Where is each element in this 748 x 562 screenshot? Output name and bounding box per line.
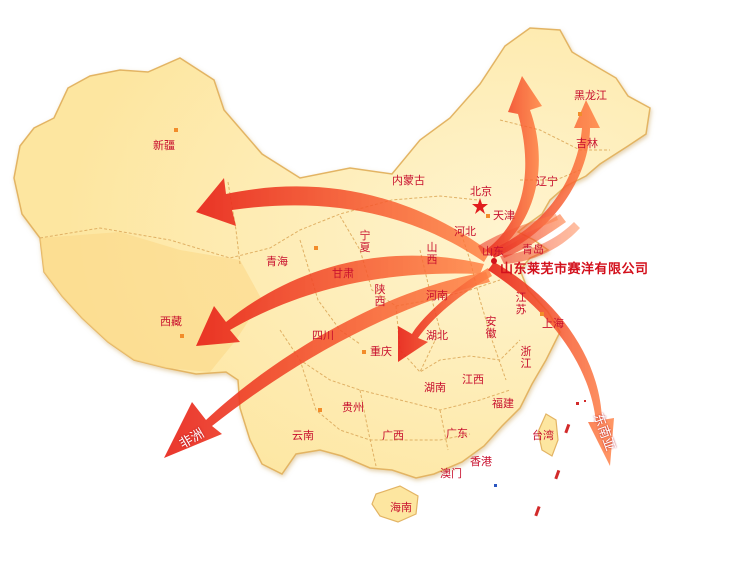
label-guangdong: 广东 (446, 427, 468, 440)
province-borders (39, 119, 610, 467)
label-heilongjiang: 黑龙江 (574, 89, 607, 102)
label-jilin: 吉林 (576, 137, 598, 150)
label-hubei: 湖北 (426, 329, 448, 342)
land-taiwan (537, 413, 559, 457)
marker-chongqing (362, 350, 366, 354)
label-hunan: 湖南 (424, 381, 446, 394)
label-chongqing: 重庆 (370, 345, 392, 358)
marker-xizang (180, 334, 184, 338)
label-jiangxi: 江西 (462, 373, 484, 386)
label-taiwan: 台湾 (532, 429, 554, 442)
label-sichuan: 四川 (312, 329, 334, 342)
label-neimenggu: 内蒙古 (392, 174, 425, 187)
label-shanxi: 山西 (426, 241, 438, 266)
label-guangxi: 广西 (382, 429, 404, 442)
marker-heilongjiang (578, 112, 582, 116)
label-qingdao: 青岛 (522, 243, 544, 256)
label-beijing: 北京 (470, 185, 492, 198)
label-guizhou: 贵州 (342, 401, 364, 414)
label-gansu: 甘肃 (332, 267, 354, 280)
label-henan: 河南 (426, 289, 448, 302)
label-qinghai: 青海 (266, 255, 288, 268)
label-shandong: 山东 (482, 245, 504, 258)
label-xinjiang: 新疆 (153, 139, 175, 152)
company-marker (491, 258, 497, 264)
marker-tianjin (486, 214, 490, 218)
label-shanghai: 上海 (542, 317, 564, 330)
label-hainan: 海南 (390, 501, 412, 514)
label-liaoning: 辽宁 (536, 175, 558, 188)
label-tianjin: 天津 (493, 209, 515, 222)
arrows (164, 76, 614, 466)
label-hebei: 河北 (454, 225, 476, 238)
label-yunnan: 云南 (292, 429, 314, 442)
label-jiangsu: 江苏 (515, 291, 527, 316)
label-ningxia: 宁夏 (359, 229, 371, 254)
label-zhejiang: 浙江 (520, 345, 532, 370)
label-fujian: 福建 (492, 397, 514, 410)
label-anhui: 安徽 (485, 315, 497, 340)
marker-shanghai (540, 312, 544, 316)
islands (494, 400, 586, 517)
marker-qinghai (314, 246, 318, 250)
label-shaanxi: 陕西 (374, 283, 386, 308)
beijing-star (472, 198, 488, 214)
label-xianggang: 香港 (470, 455, 492, 468)
company-name: 山东莱芜市赛洋有限公司 (500, 262, 649, 277)
marker-xinjiang (174, 128, 178, 132)
land-hainan (371, 485, 419, 523)
label-xizang: 西藏 (160, 315, 182, 328)
label-aomen: 澳门 (440, 467, 462, 480)
marker-guizhou (318, 408, 322, 412)
